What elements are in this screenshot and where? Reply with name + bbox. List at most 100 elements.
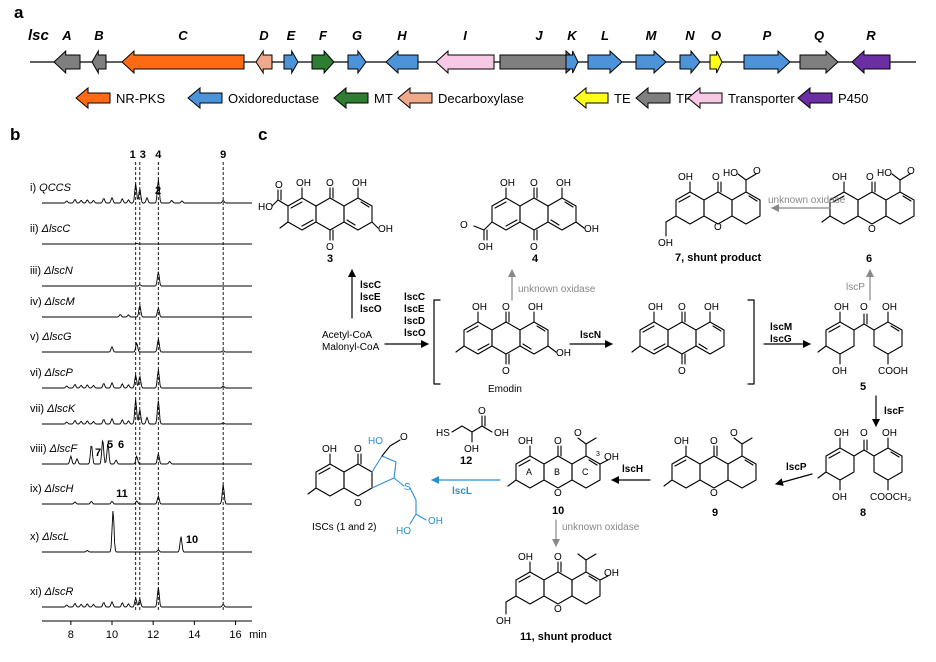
atom-oh-6: OH xyxy=(832,172,847,183)
compound-5-structure xyxy=(817,311,903,365)
atom-oh-isc-b: OH xyxy=(428,516,443,527)
gene-letter-l: L xyxy=(601,28,609,43)
compound-7-structure xyxy=(665,173,761,237)
gene-letter-m: M xyxy=(646,28,658,43)
atom-o-12: O xyxy=(478,406,486,417)
atom-oh-8a: OH xyxy=(834,428,849,439)
legend-swatch-7 xyxy=(797,86,833,110)
bracket-left xyxy=(433,299,441,385)
atom-oh-5a: OH xyxy=(834,302,849,313)
panel-c-label: c xyxy=(258,125,267,144)
compound-10-label: 10 xyxy=(552,505,564,517)
legend-swatch-0 xyxy=(75,86,111,110)
trace-line-5 xyxy=(42,338,252,353)
legend-label-4: TE xyxy=(614,91,631,106)
gene-letter-j: J xyxy=(535,28,543,43)
enzyme-em-0: lscC xyxy=(404,292,425,303)
atom-o-isc-b: O xyxy=(400,432,408,443)
atom-ho-isc: HO xyxy=(368,436,383,447)
start-acetyl-coa: Acetyl-CoA xyxy=(322,330,372,341)
atom-oh-em-a: OH xyxy=(472,302,487,313)
x-unit: min xyxy=(249,629,267,641)
legend-swatch-6 xyxy=(687,86,723,110)
atom-oh-3a: OH xyxy=(296,178,311,189)
atom-oh-4a: OH xyxy=(500,178,515,189)
compound-4-structure xyxy=(473,187,585,241)
legend-label-6: Transporter xyxy=(728,91,795,106)
atom-oh-11c: OH xyxy=(496,616,511,627)
legend-label-7: P450 xyxy=(838,91,868,106)
atom-o-9c: O xyxy=(710,488,718,499)
compound-4-label: 4 xyxy=(532,253,539,265)
atom-o-int-b: O xyxy=(678,366,686,377)
atom-o-6c: O xyxy=(868,224,876,235)
compound-3-structure xyxy=(271,187,379,241)
compound-11-structure xyxy=(505,553,609,615)
atom-oh-5b: OH xyxy=(882,302,897,313)
trace-line-10 xyxy=(42,510,252,553)
gene-letter-b: B xyxy=(94,28,103,43)
atom-o-4c: O xyxy=(460,220,468,231)
peak-label-7: 7 xyxy=(95,447,101,459)
atom-oh-12a: OH xyxy=(494,428,509,439)
atom-o-11c: O xyxy=(554,604,562,615)
compound-3-label: 3 xyxy=(327,253,333,265)
trace-line-6 xyxy=(42,369,252,389)
atom-o-em-a: O xyxy=(502,302,510,313)
gene-letter-c: C xyxy=(178,28,188,43)
gene-letter-k: K xyxy=(567,28,578,43)
gene-arrow-o xyxy=(709,50,723,74)
gene-letter-n: N xyxy=(685,28,695,43)
trace-label-2: ii) ΔlscC xyxy=(30,223,70,235)
atom-oh-em-b: OH xyxy=(528,302,543,313)
panel-c: c OH OH O O HO O OH 3 xyxy=(258,125,915,643)
gene-letter-e: E xyxy=(287,28,296,43)
oxidase-label-2: unknown oxidase xyxy=(518,284,596,295)
trace-line-2 xyxy=(42,243,252,245)
atom-o-6b: O xyxy=(907,166,915,177)
atom-o-10a: O xyxy=(554,436,562,447)
atom-oh-4b: OH xyxy=(556,178,571,189)
enzyme-to3-2: lscO xyxy=(360,304,382,315)
enzyme-em-3: lscO xyxy=(404,328,426,339)
gene-arrow-q xyxy=(799,49,839,75)
atom-oh-11b: OH xyxy=(604,568,619,579)
gene-arrow-n xyxy=(679,49,701,75)
marker-label-2: 4 xyxy=(155,149,162,161)
compound-7-label: 7, shunt product xyxy=(675,252,762,264)
peak-label-5: 5 xyxy=(107,439,113,451)
oxidase-label-3: unknown oxidase xyxy=(562,522,640,533)
compound-9-structure xyxy=(663,437,757,489)
atom-o-int-a: O xyxy=(678,302,686,313)
x-tick-label-1: 10 xyxy=(106,629,118,641)
atom-oh-3c: OH xyxy=(378,224,393,235)
emodin-label: Emodin xyxy=(488,384,522,395)
atom-s-isc: S xyxy=(404,482,411,493)
compound-6-structure xyxy=(821,173,915,225)
marker-label-3: 9 xyxy=(220,149,226,161)
peak-label-2: 2 xyxy=(155,185,161,197)
compound-8-label: 8 xyxy=(860,507,866,519)
ring-label-b: B xyxy=(554,467,560,477)
gene-arrow-m xyxy=(635,49,667,75)
atom-oh-12b: OH xyxy=(464,444,479,455)
oxidase-label-1: unknown oxidase xyxy=(768,195,846,206)
enzyme-to3-1: lscE xyxy=(360,292,381,303)
legend-label-0: NR-PKS xyxy=(116,91,165,106)
atom-ho-isc-b: HO xyxy=(396,526,411,537)
legend-label-2: MT xyxy=(374,91,393,106)
gene-letter-h: H xyxy=(397,28,407,43)
enzyme-h: lscH xyxy=(622,464,643,475)
emodin-structure xyxy=(455,311,557,365)
atom-o-4b: O xyxy=(530,242,538,253)
enzyme-l: lscL xyxy=(452,486,472,497)
atom-oh-3b: OH xyxy=(352,178,367,189)
enzyme-n: lscN xyxy=(580,330,601,341)
gene-arrow-e xyxy=(283,49,299,75)
arrow-8-to-9 xyxy=(775,473,813,486)
gene-arrow-g xyxy=(347,49,367,75)
